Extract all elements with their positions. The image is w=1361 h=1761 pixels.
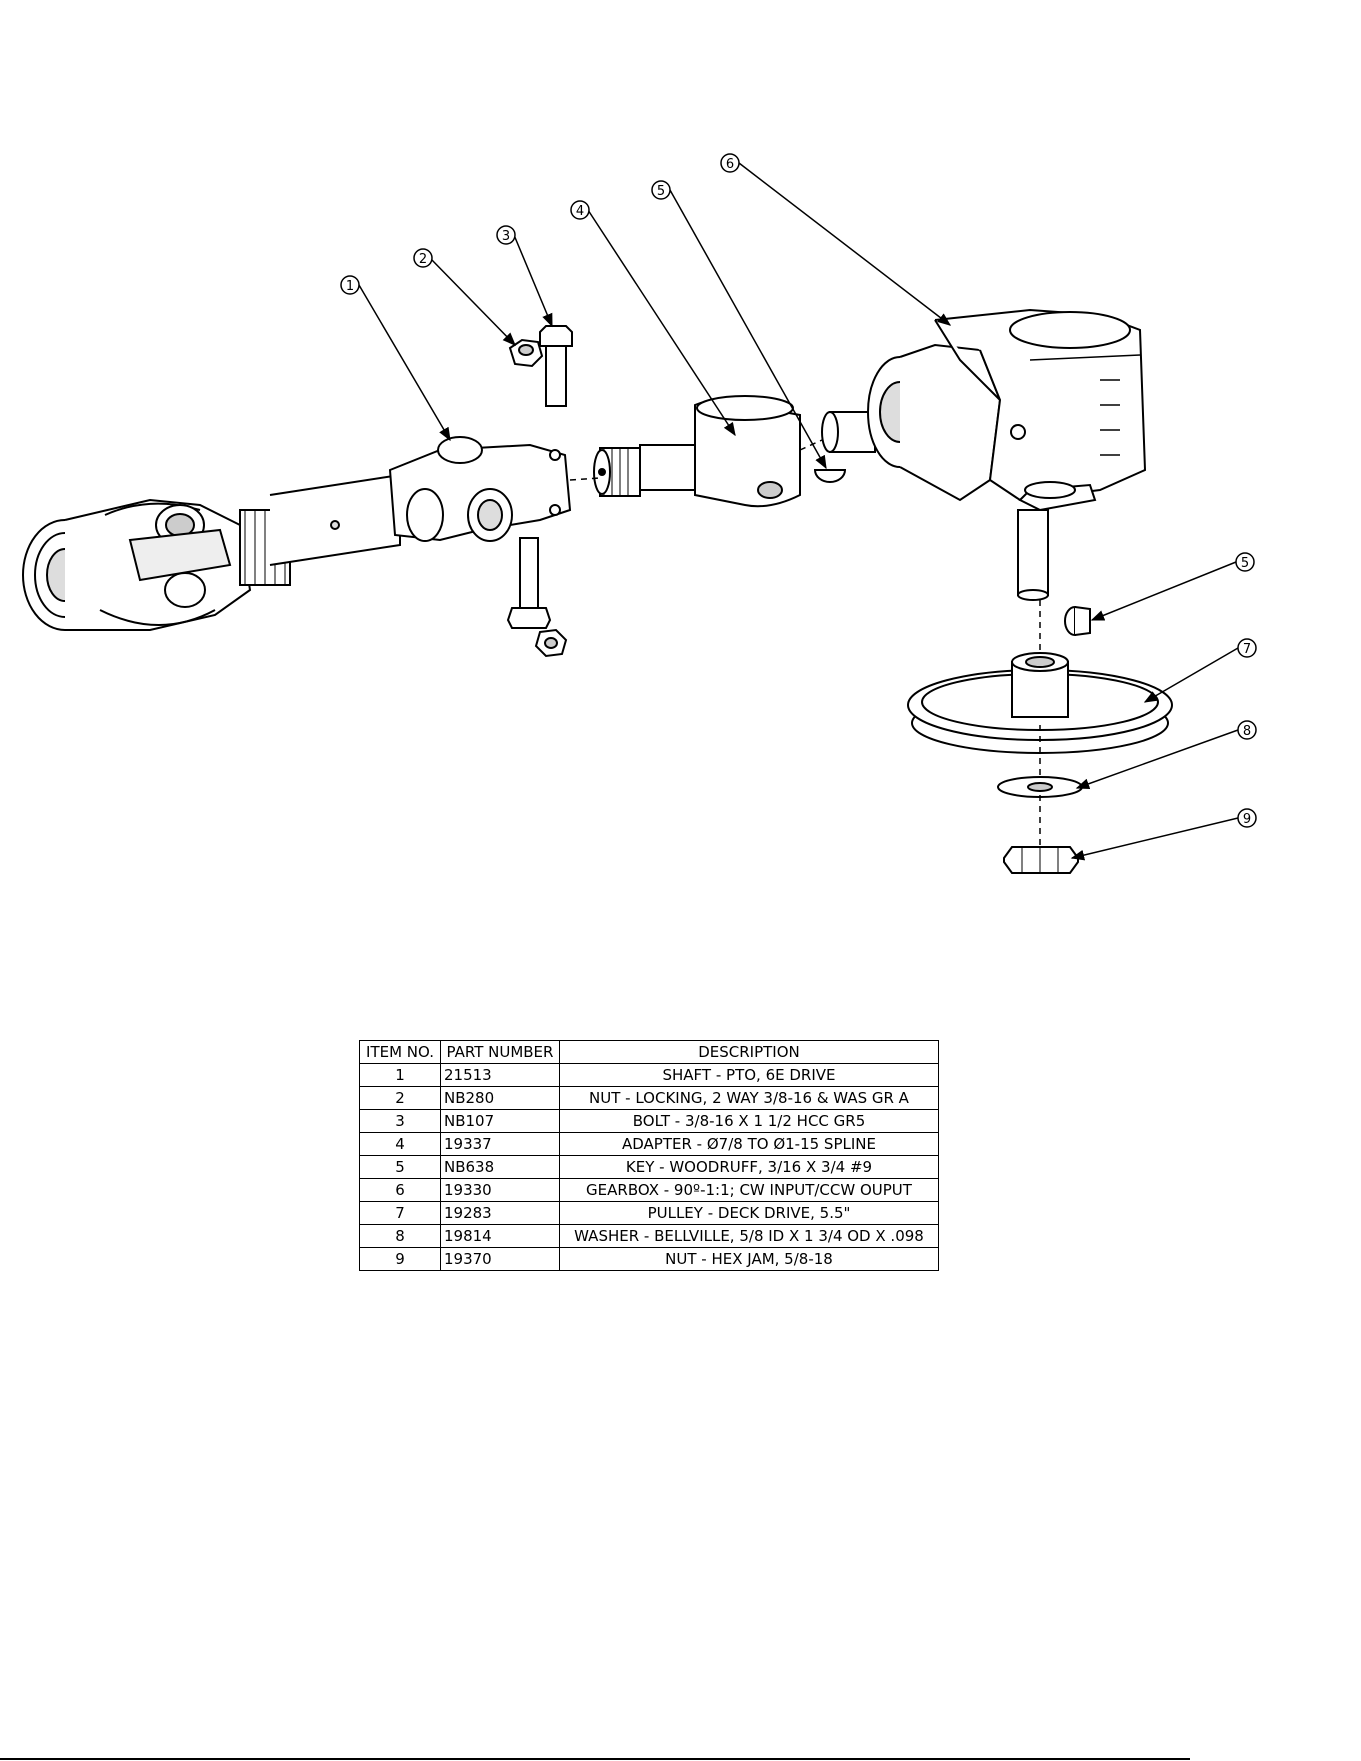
table-row: 3 NB107 BOLT - 3/8-16 X 1 1/2 HCC GR5 — [359, 1109, 939, 1133]
callout-label: 5 — [657, 184, 665, 199]
callout-balloon-8 — [1237, 720, 1257, 740]
bom-part-number: 19337 — [440, 1132, 560, 1156]
table-row: 5 NB638 KEY - WOODRUFF, 3/16 X 3/4 #9 — [359, 1155, 939, 1179]
callout-label: 2 — [419, 252, 427, 267]
woodruff-key-part — [813, 469, 847, 483]
bom-item: 1 — [359, 1063, 441, 1087]
callout-balloon-6 — [720, 153, 740, 173]
callout-label: 1 — [346, 279, 354, 294]
callout-labels: 1 2 3 4 5 6 5 7 8 9 — [346, 157, 1251, 827]
bom-part-number: 19814 — [440, 1224, 560, 1248]
callout-balloon-4 — [570, 200, 590, 220]
bom-item: 6 — [359, 1178, 441, 1202]
bom-part-number: 19283 — [440, 1201, 560, 1225]
callout-balloon-5b — [1235, 552, 1255, 572]
hex-jam-nut-part — [1003, 846, 1079, 874]
pulley-part — [907, 652, 1173, 754]
bom-description: NUT - HEX JAM, 5/8-18 — [559, 1247, 939, 1271]
bolt-part — [539, 325, 573, 407]
callout-label: 4 — [576, 204, 584, 219]
bom-part-number: 19370 — [440, 1247, 560, 1271]
exploded-assembly-diagram: 1 2 3 4 5 6 5 7 8 9 — [22, 153, 1257, 874]
bom-item: 7 — [359, 1201, 441, 1225]
bom-part-number: NB107 — [440, 1109, 560, 1133]
callout-label: 7 — [1243, 642, 1251, 657]
table-row: 1 21513 SHAFT - PTO, 6E DRIVE — [359, 1063, 939, 1087]
leader-lines — [358, 162, 1239, 861]
bom-item: 4 — [359, 1132, 441, 1156]
bom-item: 3 — [359, 1109, 441, 1133]
table-row: 4 19337 ADAPTER - Ø7/8 TO Ø1-15 SPLINE — [359, 1132, 939, 1156]
lower-bolt-nut-part — [506, 537, 568, 658]
gearbox-part — [821, 308, 1147, 601]
pto-shaft-part — [22, 436, 572, 631]
bom-item: 5 — [359, 1155, 441, 1179]
callout-label: 5 — [1241, 556, 1249, 571]
bom-description: ADAPTER - Ø7/8 TO Ø1-15 SPLINE — [559, 1132, 939, 1156]
callout-label: 6 — [726, 157, 734, 172]
table-row: 8 19814 WASHER - BELLVILLE, 5/8 ID X 1 3… — [359, 1224, 939, 1248]
bom-item: 9 — [359, 1247, 441, 1271]
bom-item: 8 — [359, 1224, 441, 1248]
bom-description: WASHER - BELLVILLE, 5/8 ID X 1 3/4 OD X … — [559, 1224, 939, 1248]
table-row: 7 19283 PULLEY - DECK DRIVE, 5.5" — [359, 1201, 939, 1225]
bom-part-number: NB638 — [440, 1155, 560, 1179]
bom-item: 2 — [359, 1086, 441, 1110]
bom-part-number: NB280 — [440, 1086, 560, 1110]
washer-part — [997, 776, 1083, 798]
table-row: 2 NB280 NUT - LOCKING, 2 WAY 3/8-16 & WA… — [359, 1086, 939, 1110]
bom-description: KEY - WOODRUFF, 3/16 X 3/4 #9 — [559, 1155, 939, 1179]
bom-header-item: ITEM NO. — [359, 1040, 441, 1064]
table-row: 6 19330 GEARBOX - 90º-1:1; CW INPUT/CCW … — [359, 1178, 939, 1202]
bom-description: GEARBOX - 90º-1:1; CW INPUT/CCW OUPUT — [559, 1178, 939, 1202]
locking-nut-part — [508, 338, 544, 368]
page-bottom-rule — [0, 1758, 1190, 1760]
bom-description: PULLEY - DECK DRIVE, 5.5" — [559, 1201, 939, 1225]
bill-of-materials-table: ITEM NO. PART NUMBER DESCRIPTION 1 21513… — [359, 1040, 939, 1271]
bom-part-number: 19330 — [440, 1178, 560, 1202]
bom-part-number: 21513 — [440, 1063, 560, 1087]
bom-header-description: DESCRIPTION — [559, 1040, 939, 1064]
table-row: 9 19370 NUT - HEX JAM, 5/8-18 — [359, 1247, 939, 1271]
callout-balloon-5 — [651, 180, 671, 200]
callout-balloon-1 — [340, 275, 360, 295]
adapter-part — [593, 395, 801, 508]
callout-label: 8 — [1243, 724, 1251, 739]
callout-label: 3 — [502, 229, 510, 244]
woodruff-key-lower-part — [1064, 605, 1091, 637]
callout-balloon-7 — [1237, 638, 1257, 658]
callout-balloon-9 — [1237, 808, 1257, 828]
bom-header-row: ITEM NO. PART NUMBER DESCRIPTION — [359, 1040, 939, 1064]
bom-description: NUT - LOCKING, 2 WAY 3/8-16 & WAS GR A — [559, 1086, 939, 1110]
callout-balloon-2 — [413, 248, 433, 268]
callout-balloon-3 — [496, 225, 516, 245]
axis-lines — [569, 439, 1041, 845]
bom-header-part: PART NUMBER — [440, 1040, 560, 1064]
callout-label: 9 — [1243, 812, 1251, 827]
bom-description: BOLT - 3/8-16 X 1 1/2 HCC GR5 — [559, 1109, 939, 1133]
bom-description: SHAFT - PTO, 6E DRIVE — [559, 1063, 939, 1087]
callout-balloons — [340, 153, 1257, 828]
